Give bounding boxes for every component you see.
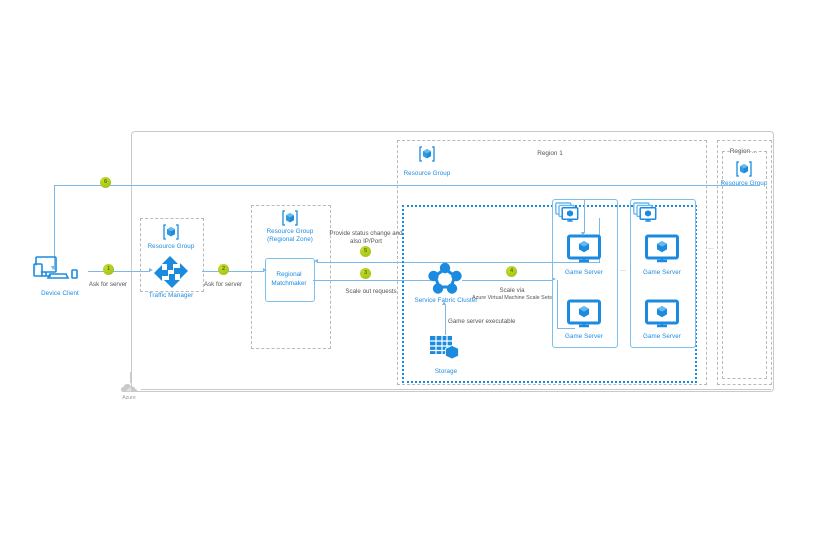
stack-to-server-arrow-1 <box>581 232 586 236</box>
game-server-executable-label: Game server executable <box>448 318 516 325</box>
region-n-resource-group-label: Resource Group <box>720 180 768 187</box>
flow-5-badge: 5 <box>360 246 371 257</box>
flow-4-arrow <box>552 277 556 282</box>
flow-1-arrow <box>149 268 153 273</box>
storage-to-cluster-line <box>445 305 446 335</box>
game-server-icon-1a[interactable] <box>567 234 601 263</box>
flow-4-label-line2: Azure Virtual Machine Scale Sets <box>472 295 552 301</box>
matchmaker-resource-group <box>251 205 331 349</box>
game-server-icon-2b[interactable] <box>645 299 679 328</box>
azure-logo-label: Azure <box>122 395 136 401</box>
flow-4-line <box>462 280 553 281</box>
flow-6-top-line <box>54 185 760 186</box>
regional-matchmaker-label-line1: Regional <box>276 271 302 278</box>
game-server-icon-1b[interactable] <box>567 299 601 328</box>
group-a-bracket <box>557 280 558 328</box>
flow-1-label: Ask for server <box>88 281 128 288</box>
storage-label: Storage <box>434 368 458 375</box>
traffic-manager-icon <box>153 255 189 289</box>
region-1-panel <box>397 140 707 385</box>
game-server-icon-2a[interactable] <box>645 234 679 263</box>
region-1-resource-group-icon <box>418 145 436 163</box>
flow-2-badge: 2 <box>218 264 229 275</box>
stacked-game-servers-icon-1 <box>555 202 583 224</box>
resource-group-icon <box>162 223 180 241</box>
device-client[interactable] <box>32 255 88 289</box>
flow-5-label-line1: Provide status change and <box>329 230 403 237</box>
region-n-panel <box>717 140 772 385</box>
stacked-game-servers-icon-2 <box>633 202 661 224</box>
region-n-resource-group-icon <box>735 160 753 178</box>
flow-6-left-vline <box>54 185 55 270</box>
storage-to-cluster-arrow <box>442 301 447 305</box>
traffic-manager-label: Traffic Manager <box>148 292 194 299</box>
game-server-label-2b: Game Server <box>643 333 681 340</box>
matchmaker-resource-group-label-line1: Resource Group <box>266 228 314 235</box>
flow-3-badge: 3 <box>360 268 371 279</box>
azure-logo-stem <box>130 372 131 383</box>
flow-6-arrow <box>51 266 56 270</box>
storage-icon[interactable] <box>429 334 463 364</box>
flow-5-label-line2: also IP/Port <box>350 238 382 245</box>
traffic-manager-resource-group-label: Resource Group <box>147 243 195 250</box>
flow-2-label: Ask for server <box>203 281 243 288</box>
flow-2-line <box>202 271 264 272</box>
flow-3-label: Scale out requests <box>345 288 397 295</box>
region-n-inner-boundary <box>722 151 767 379</box>
flow-1-line <box>88 271 150 272</box>
stack-to-server-line-1 <box>584 200 585 233</box>
flow-5-arrow <box>314 259 318 264</box>
region-1-resource-group-label: Resource Group <box>403 170 451 177</box>
matchmaker-resource-group-label-line2: (Regional Zone) <box>267 236 313 243</box>
flow-5-line <box>317 262 600 263</box>
flow-4-badge: 4 <box>506 266 517 277</box>
game-server-label-1b: Game Server <box>565 333 603 340</box>
flow-1-badge: 1 <box>103 264 114 275</box>
device-client-label: Device Client <box>41 290 79 297</box>
service-fabric-cluster-icon[interactable] <box>428 262 462 294</box>
service-fabric-cluster-label: Service Fabric Cluster <box>414 297 478 304</box>
region-1-compute-boundary <box>402 205 697 383</box>
group-a-bracket-bottom <box>557 328 575 329</box>
matchmaker-resource-group-icon <box>281 209 299 227</box>
game-server-group-2 <box>630 199 696 348</box>
traffic-manager-resource-group <box>140 218 204 292</box>
regional-matchmaker-label-line2: Matchmaker <box>271 280 307 287</box>
region-separator: ... <box>708 244 714 251</box>
game-server-label-2a: Game Server <box>643 269 681 276</box>
flow-6-badge: 6 <box>100 177 111 188</box>
game-server-label-1a: Game Server <box>565 269 603 276</box>
azure-logo <box>118 382 140 396</box>
game-server-group-1 <box>552 199 618 348</box>
flow-3-line <box>313 280 432 281</box>
region-1-title: Region 1 <box>537 150 563 157</box>
game-server-group-separator: ... <box>620 266 626 273</box>
azure-logo-baseline <box>141 389 771 390</box>
flow-4-label-line1: Scale via <box>499 287 525 294</box>
